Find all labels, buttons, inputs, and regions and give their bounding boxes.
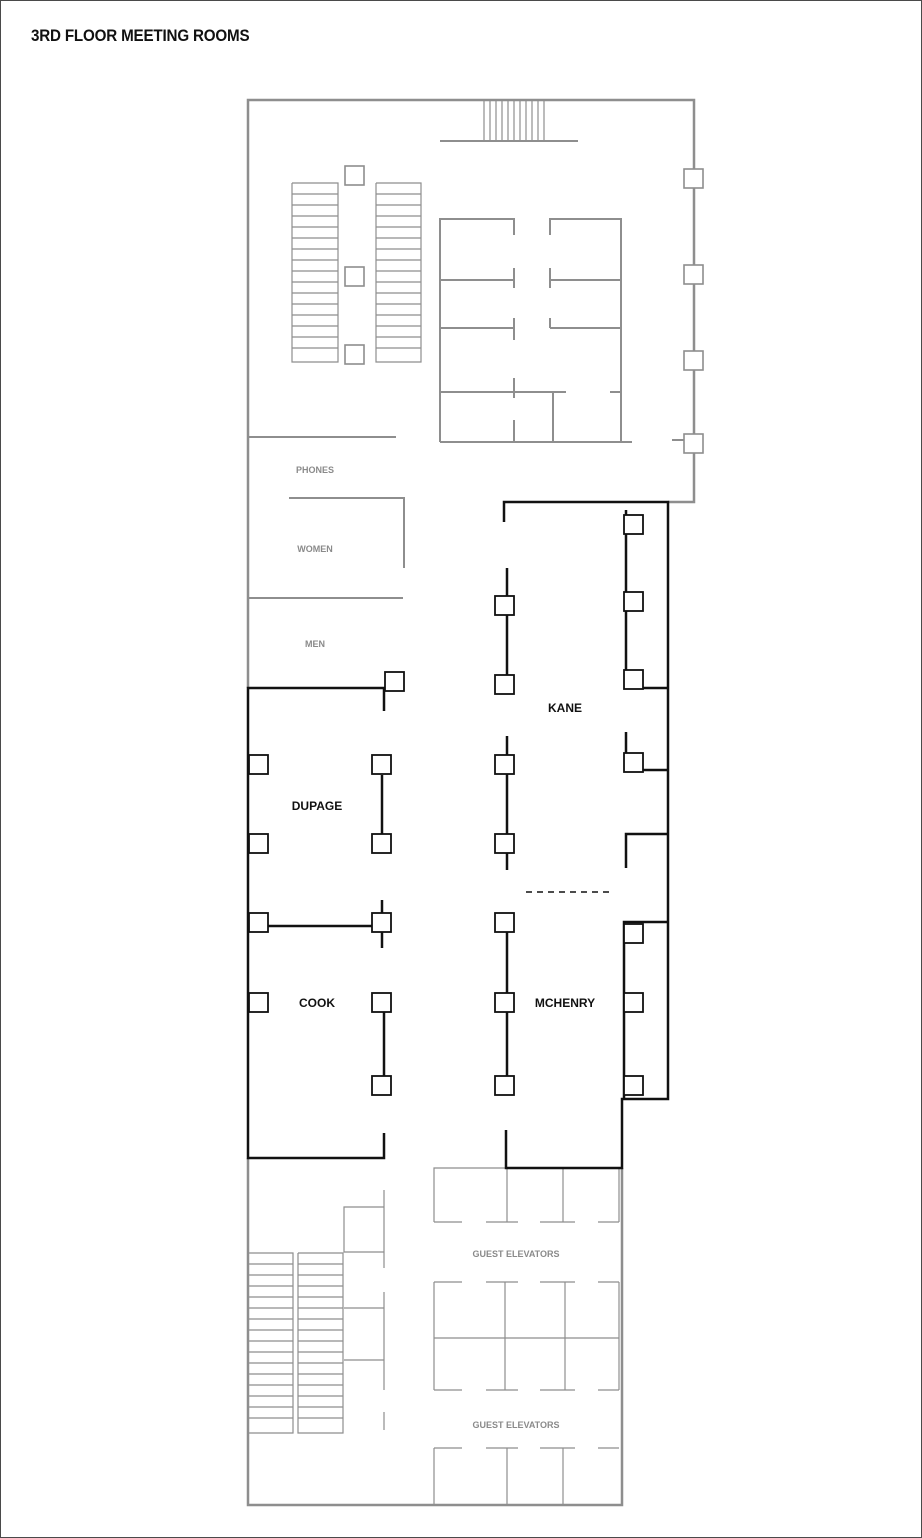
column bbox=[494, 674, 515, 695]
column bbox=[494, 992, 515, 1013]
column bbox=[384, 671, 405, 692]
lower-elevator-bank bbox=[433, 1447, 619, 1504]
column bbox=[683, 168, 704, 189]
column bbox=[248, 912, 269, 933]
upper-left-stairs bbox=[291, 182, 422, 363]
column bbox=[494, 754, 515, 775]
lower-left-stairs bbox=[249, 1190, 385, 1434]
room-dupage-label[interactable]: DUPAGE bbox=[292, 799, 342, 813]
women-label: WOMEN bbox=[297, 544, 333, 554]
column bbox=[344, 165, 365, 186]
building-outline-bottom bbox=[246, 1158, 624, 1507]
column bbox=[623, 992, 644, 1013]
column bbox=[623, 923, 644, 944]
column bbox=[344, 266, 365, 287]
room-mchenry-label[interactable]: MCHENRY bbox=[535, 996, 595, 1010]
building-structure bbox=[246, 98, 704, 1507]
column bbox=[623, 752, 644, 773]
column bbox=[494, 595, 515, 616]
column bbox=[683, 433, 704, 454]
column bbox=[494, 1075, 515, 1096]
column bbox=[344, 344, 365, 365]
column bbox=[371, 833, 392, 854]
grey-columns bbox=[344, 165, 704, 454]
room-kane-label[interactable]: KANE bbox=[548, 701, 582, 715]
column bbox=[623, 1075, 644, 1096]
black-columns bbox=[248, 514, 644, 1096]
phones-label: PHONES bbox=[296, 465, 334, 475]
restroom-walls bbox=[249, 436, 405, 599]
column bbox=[623, 669, 644, 690]
dupage-top-wall bbox=[246, 686, 386, 1160]
upper-elevator-bank bbox=[433, 1167, 620, 1223]
column bbox=[683, 350, 704, 371]
column bbox=[371, 1075, 392, 1096]
upper-service-rooms bbox=[439, 218, 694, 443]
column bbox=[623, 514, 644, 535]
column bbox=[683, 264, 704, 285]
page-title: 3RD FLOOR MEETING ROOMS bbox=[31, 27, 250, 45]
meeting-room-walls bbox=[246, 500, 670, 1170]
column bbox=[248, 992, 269, 1013]
column bbox=[494, 833, 515, 854]
middle-elevator-bank bbox=[433, 1281, 620, 1391]
column bbox=[371, 754, 392, 775]
room-cook-label[interactable]: COOK bbox=[299, 996, 335, 1010]
column bbox=[248, 833, 269, 854]
mchenry-closet bbox=[622, 920, 668, 1099]
column bbox=[371, 992, 392, 1013]
building-outline-top bbox=[246, 98, 696, 688]
kane-top-wall bbox=[502, 500, 670, 1170]
guest-elevators-upper-label: GUEST ELEVATORS bbox=[472, 1249, 559, 1259]
column bbox=[371, 912, 392, 933]
column bbox=[494, 912, 515, 933]
top-staircase bbox=[440, 101, 578, 142]
kane-closet-3 bbox=[624, 832, 668, 868]
column bbox=[248, 754, 269, 775]
column bbox=[623, 591, 644, 612]
guest-elevators-lower-label: GUEST ELEVATORS bbox=[472, 1420, 559, 1430]
men-label: MEN bbox=[305, 639, 325, 649]
